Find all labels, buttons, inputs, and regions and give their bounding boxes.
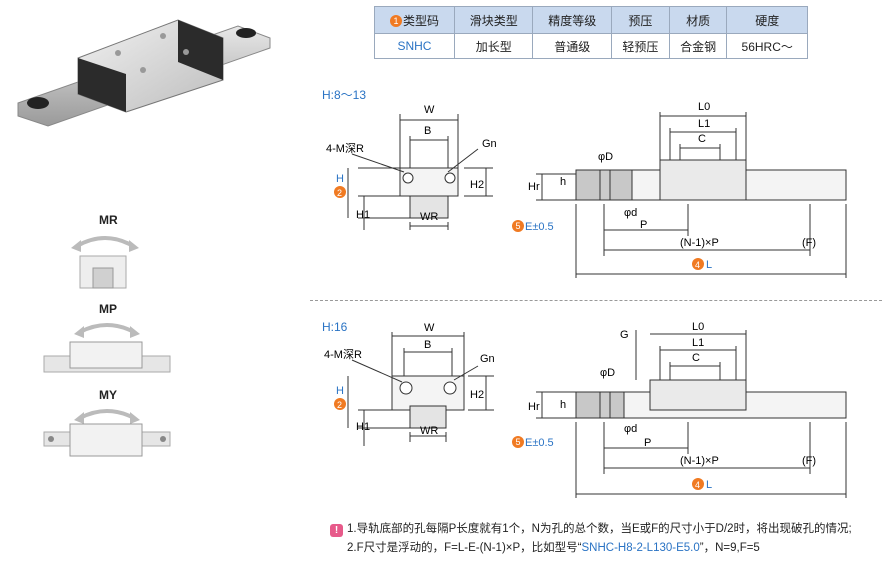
dim-c-2: C (692, 352, 700, 364)
dim-phid-small-1: φd (624, 207, 637, 219)
table-cell: 加长型 (453, 33, 534, 59)
dim-b2: B (424, 339, 431, 351)
header-cell: 硬度 (726, 6, 808, 34)
model-code: SNHC-H8-2-L130-E5.0 (581, 542, 700, 554)
table-cell: 轻预压 (610, 33, 670, 59)
table-cell: 普通级 (532, 33, 612, 59)
dim-phid-big-2: φD (600, 367, 615, 379)
dim-hone2: H1 (356, 421, 370, 433)
dim-f-1: (F) (802, 237, 816, 249)
dim-phid-small-2: φd (624, 423, 637, 435)
dim-np-2: (N-1)×P (680, 455, 719, 467)
side-view-1: L0 L1 C φD φd h Hr P (N-1)×P (F) 4 L (528, 101, 847, 278)
dim-htwo1: H2 (470, 179, 484, 191)
moment-mp-diagram (43, 323, 171, 373)
header-cell: 材质 (668, 6, 728, 34)
badge-5b: 5 (512, 436, 524, 448)
dim-hr-1: Hr (528, 181, 540, 193)
note-line-1: !1.导轨底部的孔每隔P长度就有1个，N为孔的总个数，当E或F的尺寸小于D/2时… (330, 520, 852, 539)
dim-l-1: L (706, 259, 712, 271)
dim-wr2: WR (420, 425, 438, 437)
dim-bolt2: 4-M深R (324, 348, 362, 361)
cross-section-1: W B Gn 4-M深R 2 H H1 H2 WR (326, 104, 497, 230)
warning-icon: ! (330, 524, 343, 537)
dim-hone1: H1 (356, 209, 370, 221)
dim-f-2: (F) (802, 455, 816, 467)
dim-h-2: h (560, 399, 566, 411)
table-cell: SNHC (374, 33, 455, 59)
dim-l1-1: L1 (698, 118, 710, 130)
badge-2b: 2 (337, 400, 342, 410)
badge-4b: 4 (695, 480, 700, 490)
dim-h1-blue: H (336, 173, 344, 185)
dim-l0-1: L0 (698, 101, 710, 113)
moment-my-diagram (43, 409, 171, 457)
moment-mr-label: MR (99, 213, 118, 227)
dim-l1-2: L1 (692, 337, 704, 349)
section2-title: H:16 (322, 320, 348, 334)
dim-b1: B (424, 125, 431, 137)
section1-title: H:8～13 (322, 88, 367, 102)
moment-mr-diagram (71, 236, 139, 289)
header-cell: 精度等级 (532, 6, 612, 34)
badge-5a: 5 (512, 220, 524, 232)
dim-np-1: (N-1)×P (680, 237, 719, 249)
dim-g-2: G (620, 329, 629, 341)
dim-gn1: Gn (482, 138, 497, 150)
note-line-2: 2.F尺寸是浮动的，F=L-E-(N-1)×P，比如型号“SNHC-H8-2-L… (347, 542, 760, 554)
dim-p-1: P (640, 219, 647, 231)
header-cell: 滑块类型 (453, 6, 534, 34)
section-divider (310, 300, 882, 301)
spec-table-row: SNHC 加长型 普通级 轻预压 合金钢 56HRC～ (374, 33, 808, 59)
dim-w2: W (424, 322, 435, 334)
dim-wr1: WR (420, 211, 438, 223)
moment-mp-label: MP (99, 302, 117, 316)
table-cell: 合金钢 (668, 33, 728, 59)
product-photo (17, 19, 271, 127)
dim-hr-2: Hr (528, 401, 540, 413)
dim-bolt1: 4-M深R (326, 142, 364, 155)
notes: !1.导轨底部的孔每隔P长度就有1个，N为孔的总个数，当E或F的尺寸小于D/2时… (330, 520, 852, 558)
dim-h2-blue: H (336, 385, 344, 397)
dim-phid-big-1: φD (598, 151, 613, 163)
header-cell: 预压 (610, 6, 670, 34)
moment-my-label: MY (99, 388, 117, 402)
badge-2a: 2 (337, 188, 342, 198)
dim-h-1: h (560, 176, 566, 188)
table-cell: 56HRC～ (726, 33, 808, 59)
dim-p-2: P (644, 437, 651, 449)
cross-section-2: W B Gn 4-M深R 2 H H1 H2 WR (324, 322, 495, 446)
badge-4a: 4 (695, 260, 700, 270)
dim-l-2: L (706, 479, 712, 491)
dim-l0-2: L0 (692, 321, 704, 333)
dim-c-1: C (698, 133, 706, 145)
badge-1: 1 (389, 14, 402, 27)
dim-w1: W (424, 104, 435, 116)
dim-htwo2: H2 (470, 389, 484, 401)
side-view-2: G L0 L1 C φD φd h Hr P (N-1)×P (F) 4 L (528, 321, 847, 498)
dim-gn2: Gn (480, 353, 495, 365)
